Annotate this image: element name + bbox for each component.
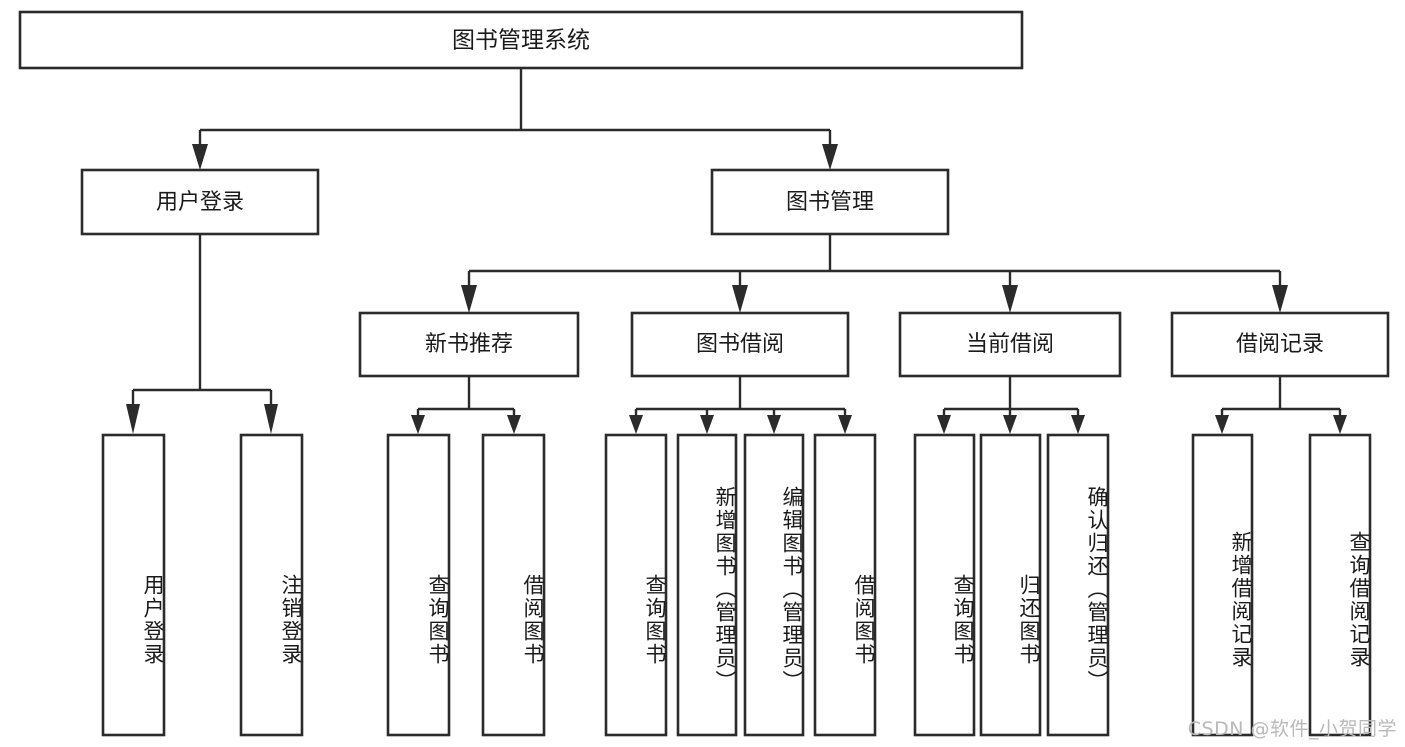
node-book-manage-label: 图书管理: [786, 190, 874, 215]
node-root[interactable]: 图书管理系统: [18, 10, 1024, 70]
arrow-head-current-borrow: [1002, 285, 1018, 313]
node-new-book-recommend-box[interactable]: [358, 311, 580, 378]
node-borrow-record[interactable]: 借阅记录: [1170, 311, 1390, 378]
node-borrow-record-label: 借阅记录: [1236, 332, 1324, 357]
arrow-head-book-manage: [822, 144, 838, 170]
node-book-borrow[interactable]: 图书借阅: [630, 311, 850, 378]
arrow-head-leaf-logout: [264, 404, 278, 434]
node-user-login-label: 用户登录: [156, 190, 244, 215]
node-root-label: 图书管理系统: [452, 28, 590, 54]
leaf-box-cb-return-book[interactable]: [979, 433, 1042, 737]
arrow-head-borrow-record: [1272, 285, 1288, 313]
leaf-box-bb-query-book[interactable]: [604, 433, 668, 737]
node-user-login-box[interactable]: [80, 168, 320, 236]
connector-group-book-borrow: [629, 376, 852, 434]
arrow-head-bb-query: [629, 415, 643, 434]
connector-group-borrow-record: [1215, 376, 1347, 434]
arrow-head-br-add: [1215, 415, 1229, 434]
leaf-box-bb-borrow-book[interactable]: [813, 433, 877, 737]
arrow-head-user-login: [192, 144, 208, 170]
arrow-head-br-query: [1333, 415, 1347, 434]
connector-group-new-book-rec: [411, 376, 521, 434]
arrow-head-leaf-user-login: [126, 404, 140, 434]
leaf-box-logout[interactable]: [239, 433, 304, 737]
arrow-head-cb-confirm: [1071, 415, 1085, 434]
node-new-book-recommend[interactable]: 新书推荐: [358, 311, 580, 378]
leaf-box-nbr-borrow-book[interactable]: [481, 433, 546, 737]
node-current-borrow-label: 当前借阅: [966, 332, 1054, 357]
node-user-login[interactable]: 用户登录: [80, 168, 320, 236]
node-borrow-record-box[interactable]: [1170, 311, 1390, 378]
arrow-head-new-book-rec: [461, 285, 477, 313]
node-book-manage-box[interactable]: [710, 168, 950, 236]
arrow-head-bb-borrow: [838, 415, 852, 434]
arrow-head-cb-query: [937, 415, 951, 434]
leaf-box-bb-add-book[interactable]: [676, 433, 738, 737]
node-book-borrow-box[interactable]: [630, 311, 850, 378]
connector-group-root: [192, 68, 838, 170]
leaf-box-cb-confirm-return[interactable]: [1046, 433, 1110, 737]
leaf-box-nbr-query-book[interactable]: [386, 433, 451, 737]
node-root-box[interactable]: [18, 10, 1024, 70]
arrow-head-nbr-query: [411, 415, 425, 434]
arrow-head-bb-add: [700, 415, 714, 434]
leaf-box-user-login[interactable]: [101, 433, 166, 737]
leaf-box-cb-query-book[interactable]: [913, 433, 976, 737]
csdn-watermark: CSDN @软件_小贺同学: [1187, 718, 1397, 740]
leaf-box-bb-edit-book[interactable]: [743, 433, 805, 737]
leaf-box-br-query-record[interactable]: [1308, 433, 1372, 737]
node-new-book-recommend-label: 新书推荐: [425, 332, 513, 357]
arrow-head-nbr-borrow: [507, 415, 521, 434]
connector-group-book-manage: [461, 234, 1288, 313]
arrow-head-book-borrow: [732, 285, 748, 313]
node-book-manage[interactable]: 图书管理: [710, 168, 950, 236]
arrow-head-cb-return: [1003, 415, 1017, 434]
leaf-box-br-add-record[interactable]: [1191, 433, 1254, 737]
arrow-head-bb-edit: [767, 415, 781, 434]
connector-group-user-login: [126, 234, 278, 434]
node-current-borrow[interactable]: 当前借阅: [898, 311, 1122, 378]
connector-group-current-borrow: [937, 376, 1085, 434]
node-current-borrow-box[interactable]: [898, 311, 1122, 378]
node-book-borrow-label: 图书借阅: [696, 332, 784, 357]
